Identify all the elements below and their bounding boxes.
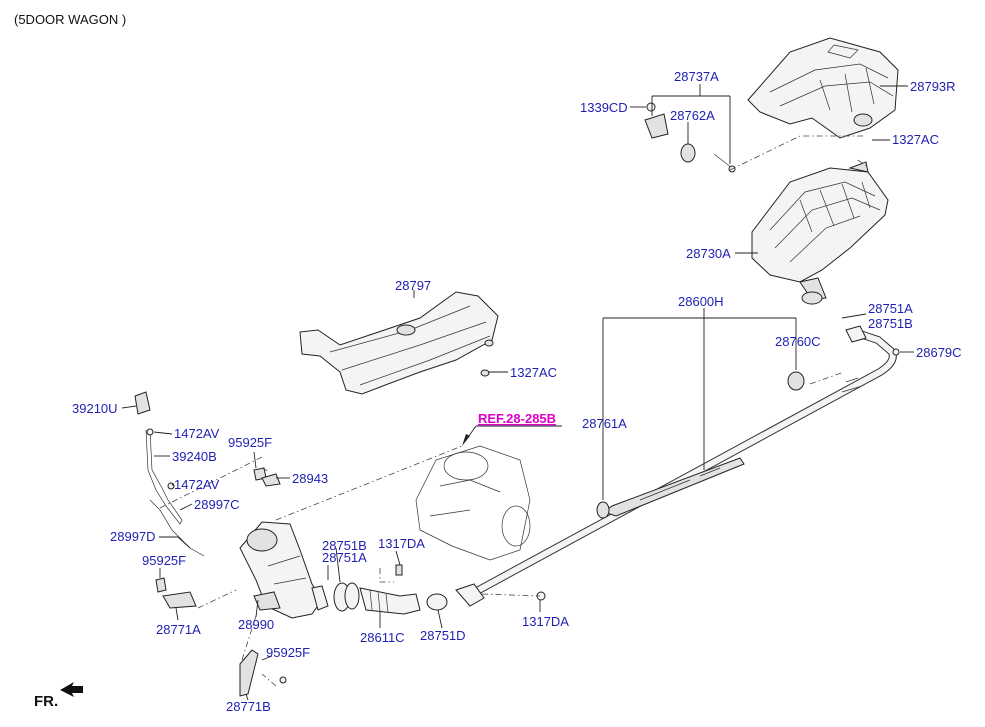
label-1327AC-mid: 1327AC: [510, 365, 557, 380]
label-28611C: 28611C: [360, 630, 405, 645]
label-95925F-a: 95925F: [228, 435, 272, 450]
front-arrow-icon: [60, 682, 83, 697]
label-28771B: 28771B: [226, 699, 271, 714]
sensor-and-tube: [134, 391, 287, 697]
reference-link[interactable]: REF.28-285B: [478, 411, 556, 426]
label-28600H: 28600H: [678, 294, 724, 309]
label-28793R: 28793R: [910, 79, 956, 94]
pipe-hangers: [596, 348, 900, 519]
front-marker: FR.: [34, 693, 58, 710]
label-28997D: 28997D: [110, 529, 156, 544]
label-1472AV-b: 1472AV: [174, 477, 220, 492]
leader-lines: [121, 84, 914, 701]
label-28751A-right: 28751A: [868, 301, 913, 316]
label-28737A: 28737A: [674, 69, 719, 84]
label-1472AV-a: 1472AV: [174, 426, 220, 441]
label-1339CD: 1339CD: [580, 100, 628, 115]
label-28751A-center: 28751A: [322, 550, 367, 565]
label-28762A: 28762A: [670, 108, 715, 123]
label-28943: 28943: [292, 471, 328, 486]
label-28730A: 28730A: [686, 246, 731, 261]
label-1327AC-top: 1327AC: [892, 132, 939, 147]
rear-muffler: [751, 161, 889, 305]
label-28760C: 28760C: [775, 334, 821, 349]
part-labels: 28737A 28793R 1339CD 28762A 1327AC 28730…: [72, 69, 962, 714]
center-exhaust-pipe: [455, 325, 897, 607]
label-39210U: 39210U: [72, 401, 118, 416]
label-28990: 28990: [238, 617, 274, 632]
label-28751D: 28751D: [420, 628, 466, 643]
label-1317DA-a: 1317DA: [378, 536, 425, 551]
label-28771A: 28771A: [156, 622, 201, 637]
diagram-header: (5DOOR WAGON ): [14, 12, 126, 27]
label-95925F-b: 95925F: [142, 553, 186, 568]
label-28751B-center: 28751B: [322, 538, 367, 553]
label-28797: 28797: [395, 278, 431, 293]
label-28761A: 28761A: [582, 416, 627, 431]
label-28997C: 28997C: [194, 497, 240, 512]
label-39240B: 39240B: [172, 449, 217, 464]
engine-reference-sketch: [415, 445, 531, 561]
front-pipe-assembly: [333, 564, 546, 615]
center-heat-protector: [299, 291, 499, 395]
rear-heat-protector: [747, 37, 899, 139]
label-1317DA-b: 1317DA: [522, 614, 569, 629]
label-28751B-right: 28751B: [868, 316, 913, 331]
label-95925F-c: 95925F: [266, 645, 310, 660]
catalytic-converter: [239, 521, 329, 619]
label-28679C: 28679C: [916, 345, 962, 360]
dashed-assembly-lines: [159, 135, 867, 687]
hanger-bracket: [644, 102, 736, 173]
